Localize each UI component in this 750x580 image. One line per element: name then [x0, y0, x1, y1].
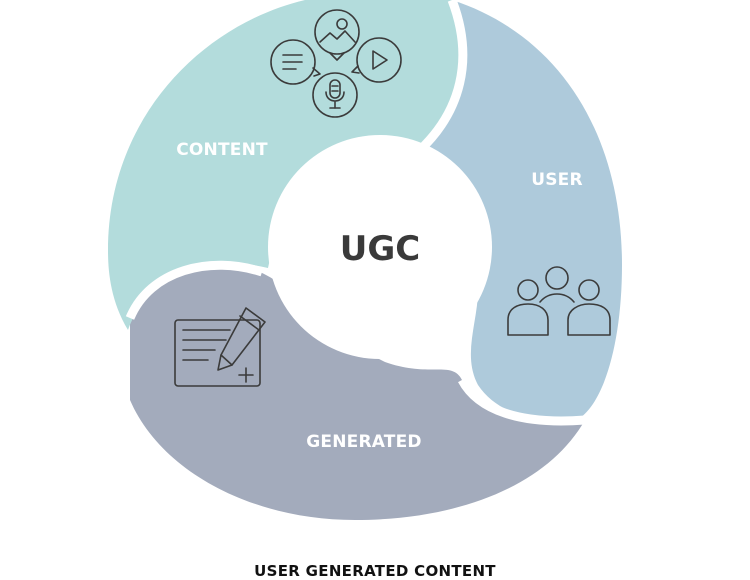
segment-generated: [130, 265, 585, 520]
center-circle: [268, 135, 492, 359]
play-bubble-icon: [351, 37, 402, 83]
segment-content: [108, 0, 463, 330]
microphone-bubble-icon: [312, 72, 358, 118]
segment-label-user: USER: [531, 170, 583, 190]
image-bubble-icon: [314, 9, 360, 61]
chat-media-icons: [270, 9, 402, 118]
segment-label-content: CONTENT: [176, 140, 268, 160]
users-group-icon: [507, 266, 611, 336]
segment-user: [420, 0, 622, 421]
text-bubble-icon: [270, 39, 321, 85]
segment-label-generated: GENERATED: [306, 432, 421, 452]
document-edit-icon: [174, 307, 266, 387]
center-label: UGC: [340, 229, 420, 269]
diagram-title: USER GENERATED CONTENT: [254, 562, 496, 580]
